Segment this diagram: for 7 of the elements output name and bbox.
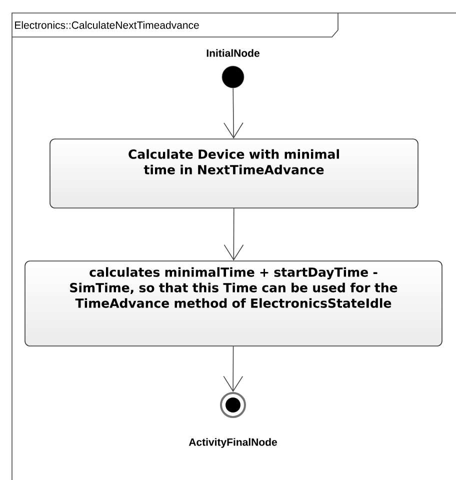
arrow: [224, 88, 244, 139]
node-label: InitialNode: [206, 49, 260, 57]
action-box: calculates minimalTime + startDayTime - SimTime, so that this Time can be used for the TimeAdvance method of ElectronicsStateIdle: [24, 260, 442, 346]
node-label: ActivityFinalNode: [188, 438, 277, 448]
arrow: [223, 346, 244, 392]
arrow: [224, 208, 244, 261]
action-box: Calculate Device with minimal time in NextTimeAdvance: [50, 138, 418, 208]
